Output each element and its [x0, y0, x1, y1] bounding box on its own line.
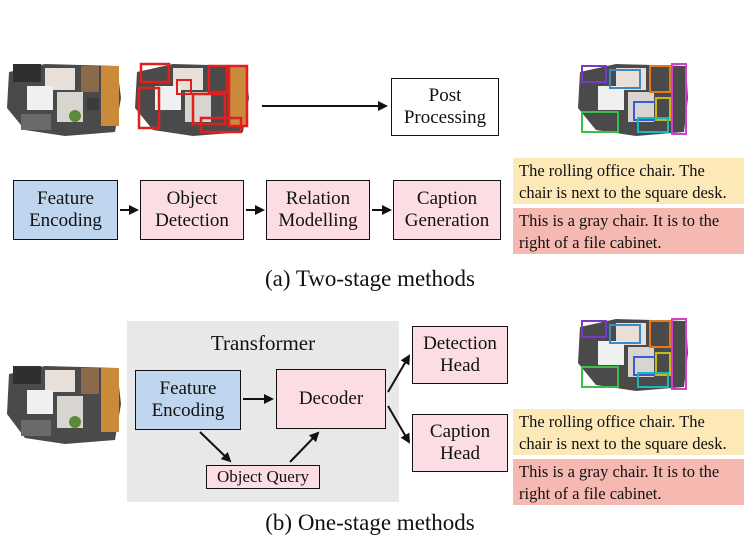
detection-head-box: Detection Head — [412, 326, 508, 384]
post-processing-label: Post Processing — [403, 85, 487, 128]
section-label-two-stage: (a) Two-stage methods — [264, 266, 476, 291]
caption-head-box: Caption Head — [412, 414, 508, 472]
object-detection-box: Object Detection — [140, 180, 244, 240]
caption-generation-box: Caption Generation — [393, 180, 501, 240]
caption-text: The rolling office chair. The chair is n… — [519, 412, 727, 453]
decoder-label: Decoder — [298, 388, 364, 409]
caption-result-2-bottom: This is a gray chair. It is to the right… — [513, 459, 744, 505]
caption-result-1-bottom: The rolling office chair. The chair is n… — [513, 409, 744, 455]
arrow-decoder-to-detection-head — [387, 354, 411, 393]
caption-generation-label: Caption Generation — [404, 188, 490, 231]
object-query-label: Object Query — [216, 467, 310, 486]
post-processing-box: Post Processing — [391, 78, 499, 136]
object-query-box: Object Query — [206, 465, 320, 489]
caption-result-2-top: This is a gray chair. It is to the right… — [513, 208, 744, 254]
relation-modelling-label: Relation Modelling — [278, 188, 358, 231]
scene-pointcloud-raw-bottom — [7, 366, 121, 444]
feature-encoding-label: Feature Encoding — [151, 378, 225, 421]
caption-text: This is a gray chair. It is to the right… — [519, 462, 720, 503]
decoder-box: Decoder — [276, 369, 386, 429]
scene-pointcloud-raw-top — [7, 64, 121, 136]
arrow-decoder-to-caption-head — [387, 405, 411, 444]
feature-encoding-label: Feature Encoding — [29, 188, 102, 231]
detection-head-label: Detection Head — [423, 333, 497, 376]
scene-pointcloud-result-bottom — [578, 318, 688, 391]
transformer-title: Transformer — [210, 331, 316, 355]
caption-head-label: Caption Head — [429, 421, 491, 464]
feature-encoding-box: Feature Encoding — [13, 180, 118, 240]
caption-text: This is a gray chair. It is to the right… — [519, 211, 720, 252]
scene-pointcloud-result-top — [578, 63, 688, 136]
object-detection-label: Object Detection — [155, 188, 229, 231]
arrow-query-to-decoder — [289, 431, 320, 463]
scene-pointcloud-detected — [135, 62, 249, 136]
arrow-encoding-to-query — [199, 431, 232, 463]
relation-modelling-box: Relation Modelling — [266, 180, 370, 240]
caption-result-1-top: The rolling office chair. The chair is n… — [513, 158, 744, 204]
feature-encoding-box-onestage: Feature Encoding — [135, 370, 241, 430]
caption-text: The rolling office chair. The chair is n… — [519, 161, 727, 202]
section-label-one-stage: (b) One-stage methods — [265, 510, 475, 535]
